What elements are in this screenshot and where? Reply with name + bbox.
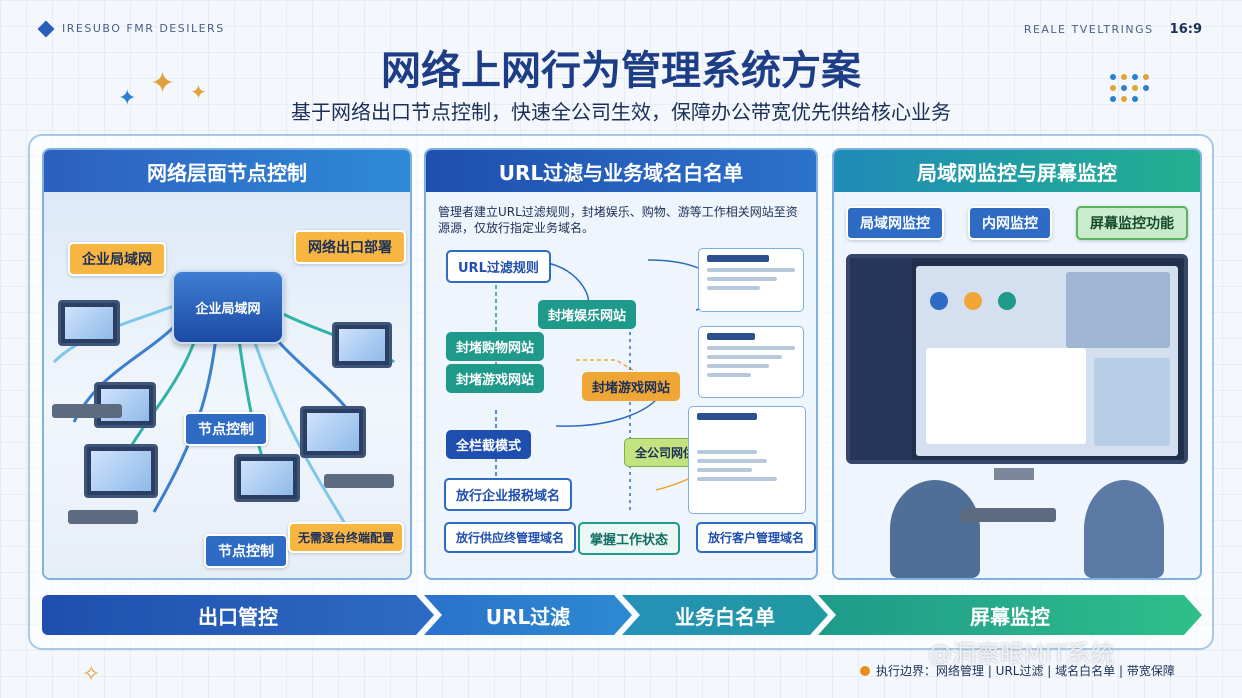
execution-boundary-note: 执行边界：网络管理 | URL过滤 | 域名白名单 | 带宽保障: [860, 662, 1175, 679]
keyboard: [68, 510, 138, 524]
panel-title: URL过滤与业务域名白名单: [426, 150, 816, 192]
intercept-mode-box: 全栏截模式: [446, 430, 532, 459]
panel-description: 管理者建立URL过滤规则，封堵娱乐、购物、游等工作相关网站至资源源，仅放行指定业…: [438, 205, 798, 235]
allow-supplier-domain-box: 放行供应终管理域名: [444, 522, 577, 553]
top-left-text: IRESUBO FMR DESILERS: [62, 22, 225, 35]
panel-title: 局域网监控与屏幕监控: [834, 150, 1200, 192]
top-right-caption: REALE TVELTRINGS 16:9: [1024, 22, 1202, 37]
rule-detail-card: [698, 248, 804, 312]
rule-detail-card: [698, 326, 804, 398]
tag-node-control-2: 节点控制: [204, 534, 288, 568]
tag-lan: 企业局域网: [68, 242, 166, 276]
screen-capture-window: [926, 348, 1086, 444]
sparkle-icon: ✧: [82, 662, 101, 687]
panel-title: 网络层面节点控制: [44, 150, 410, 192]
diamond-icon: [37, 20, 55, 37]
desktop-monitor: [234, 454, 300, 502]
tab-lan-monitor: 局域网监控: [846, 206, 944, 240]
block-shopping-box: 封堵购物网站: [446, 332, 545, 361]
office-camera-view: [1066, 272, 1170, 348]
status-dot: [930, 292, 948, 310]
page-title: 网络上网行为管理系统方案: [381, 48, 861, 94]
desktop-monitor: [58, 300, 120, 346]
panel-url-filter: URL过滤与业务域名白名单 管理者建立URL过滤规则，封堵娱乐、购物、游等工作相…: [424, 148, 818, 580]
keyboard: [324, 474, 394, 488]
block-games-box-left: 封堵游戏网站: [446, 364, 545, 393]
process-flow-bar: 出口管控 URL过滤 业务白名单 屏幕监控: [42, 595, 1202, 635]
watermark: @洞察眼MIT系统: [928, 640, 1115, 668]
flow-step-exit-control: 出口管控: [42, 595, 434, 635]
top-left-caption: IRESUBO FMR DESILERS: [37, 20, 225, 37]
status-dot: [964, 292, 982, 310]
monitor-stand: [994, 468, 1034, 480]
keyboard: [960, 508, 1056, 522]
url-rule-box: URL过滤规则: [446, 250, 551, 283]
block-games-box-right: 封堵游戏网站: [582, 372, 681, 401]
flow-step-url-filter: URL过滤: [424, 595, 632, 635]
bullet-icon: [860, 665, 870, 676]
sparkle-icon: ✦: [150, 66, 176, 101]
allow-tax-domain-box: 放行企业报税域名: [444, 478, 573, 511]
operator-figure: [1084, 480, 1164, 578]
desktop-monitor: [332, 322, 392, 368]
desktop-monitor: [84, 444, 158, 498]
panel-screen-monitor: 局域网监控与屏幕监控 局域网监控 内网监控 屏幕监控功能: [832, 148, 1202, 580]
tag-node-control: 节点控制: [184, 412, 268, 446]
monitor-tabs: 局域网监控 内网监控 屏幕监控功能: [834, 206, 1200, 240]
switch-label: 企业局域网: [195, 301, 261, 317]
status-dot: [998, 292, 1016, 310]
flow-step-screen-monitor: 屏幕监控: [818, 595, 1202, 635]
building-camera-view: [1094, 358, 1170, 446]
aspect-ratio-label: 16:9: [1169, 22, 1202, 37]
flow-step-whitelist: 业务白名单: [622, 595, 828, 635]
tab-screen-monitor: 屏幕监控功能: [1076, 206, 1188, 240]
network-switch: 企业局域网: [172, 270, 284, 344]
tab-intranet-monitor: 内网监控: [968, 206, 1052, 240]
page-subtitle: 基于网络出口节点控制，快速全公司生效，保障办公带宽优先供给核心业务: [291, 100, 951, 124]
whitelist-detail-card: [688, 406, 806, 514]
allow-client-domain-box: 放行客户管理域名: [696, 522, 816, 553]
sparkle-icon: ✦: [118, 86, 137, 111]
keyboard: [52, 404, 122, 418]
desktop-monitor: [300, 406, 366, 458]
work-status-box: 掌握工作状态: [578, 522, 681, 555]
top-right-text: REALE TVELTRINGS: [1023, 23, 1154, 36]
dot-grid-decoration: [1110, 74, 1149, 102]
tag-no-terminal-config: 无需逐台终端配置: [288, 522, 405, 553]
panel-node-control: 网络层面节点控制 企业局域网: [42, 148, 412, 580]
operator-figure: [890, 480, 980, 578]
monitoring-dashboard-screen: [846, 254, 1188, 464]
execution-boundary-text: 执行边界：网络管理 | URL过滤 | 域名白名单 | 带宽保障: [876, 664, 1175, 678]
block-entertainment-box: 封堵娱乐网站: [538, 300, 637, 329]
dashboard-sidebar: [850, 258, 912, 460]
tag-exit-deploy: 网络出口部署: [294, 230, 406, 264]
sparkle-icon: ✦: [190, 80, 207, 104]
dashboard-main: [916, 266, 1178, 456]
